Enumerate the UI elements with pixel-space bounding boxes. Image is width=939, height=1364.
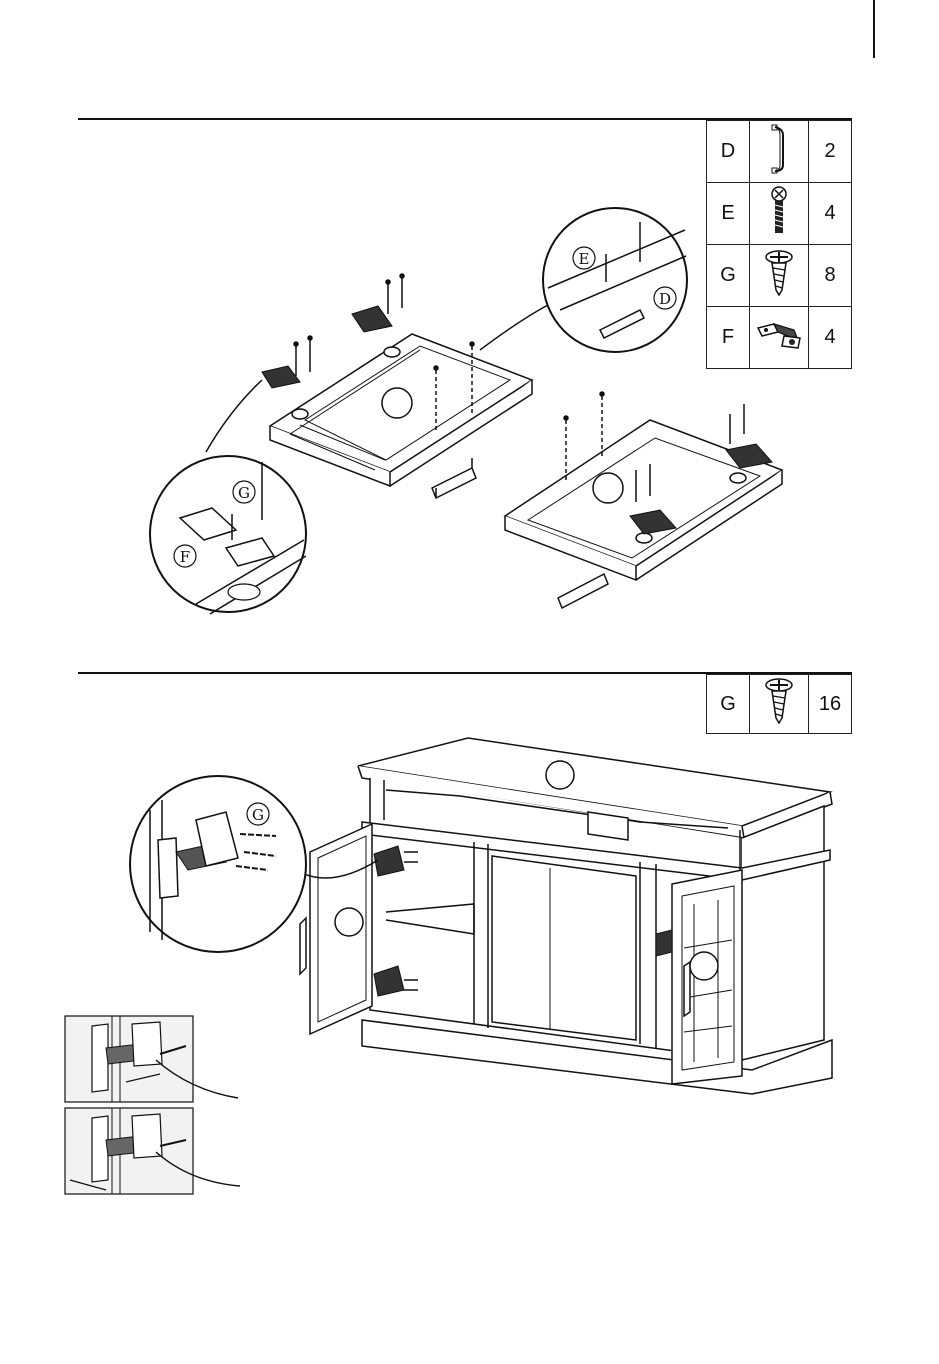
left-door-handle [432,458,476,498]
right-door-part-marker [690,952,718,980]
step2-cabinet-diagram: G [0,730,939,1210]
hinge-detail-callout [150,380,306,614]
callout-label-e: E [579,250,590,268]
step2-parts-table: G 16 [706,674,852,734]
part-letter: G [707,675,750,734]
callout-label-g: G [238,484,250,502]
handle-detail-callout [480,208,687,352]
step1-door-assembly-diagram: E D G F [0,120,939,640]
left-door-part-marker [335,908,363,936]
right-door-handle [558,574,608,608]
right-door-part-marker [593,473,623,503]
page-edge-marker [873,0,875,58]
parts-row-g: G 16 [707,675,852,734]
callout-label-g: G [252,806,264,824]
hinge-adjust-side-inset [65,1108,240,1194]
cabinet-body [362,778,832,1094]
wood-screw-icon [764,678,794,724]
callout-label-d: D [659,290,671,308]
callout-label-f: F [180,548,190,566]
top-part-marker [546,761,574,789]
part-qty: 16 [809,675,852,734]
hinge-adjust-depth-inset [65,1016,238,1102]
left-door-part-marker [382,388,412,418]
right-door-panel [505,420,782,580]
